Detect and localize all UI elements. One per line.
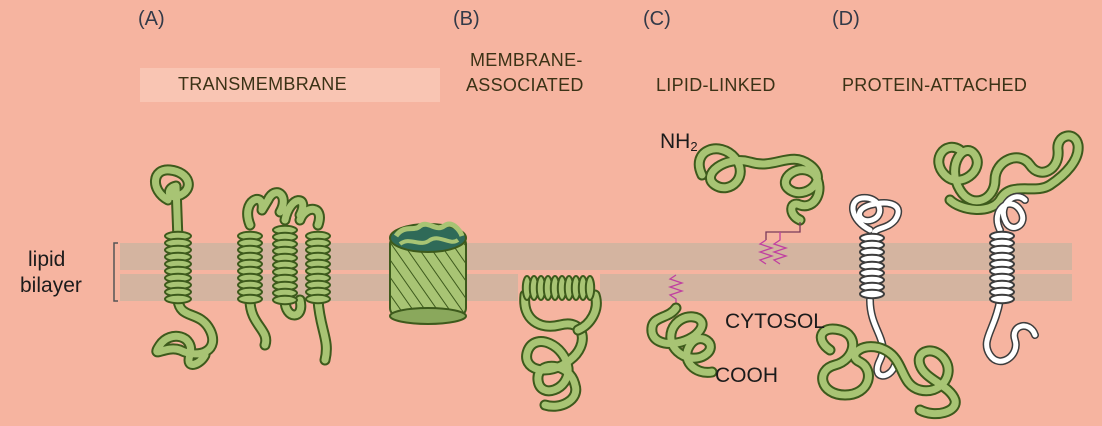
panel-b-category-line1: MEMBRANE- bbox=[470, 50, 583, 70]
panel-c-category: LIPID-LINKED bbox=[656, 75, 776, 95]
peripheral-protein-top-right bbox=[933, 130, 1084, 215]
panel-d-letter: (D) bbox=[832, 8, 860, 30]
lipid-label: lipid bbox=[28, 248, 66, 271]
peripheral-protein-bottom bbox=[815, 323, 961, 420]
bilayer-label: bilayer bbox=[20, 274, 82, 297]
white-transmembrane-protein-left bbox=[849, 193, 903, 380]
helix-turn bbox=[305, 293, 331, 305]
panel-c-letter: (C) bbox=[643, 8, 671, 30]
lipid-anchor-lower bbox=[667, 274, 685, 306]
helix-turn bbox=[272, 294, 298, 306]
white-helices bbox=[859, 230, 1015, 305]
membrane-associated-protein bbox=[519, 289, 602, 412]
multi-pass-helices bbox=[237, 224, 331, 306]
lipid-linked-protein-top bbox=[693, 143, 825, 226]
cooh-label: COOH bbox=[715, 364, 778, 387]
beta-barrel bbox=[389, 221, 467, 325]
panel-b-letter: (B) bbox=[453, 8, 480, 30]
single-pass-protein bbox=[150, 164, 219, 370]
single-pass-helix bbox=[164, 230, 192, 305]
white-transmembrane-protein-right bbox=[982, 192, 1039, 366]
lipid-anchor-upper bbox=[757, 222, 801, 265]
helix-turn bbox=[859, 288, 885, 300]
helix-turn bbox=[584, 275, 596, 301]
helix-turn bbox=[164, 293, 192, 305]
panel-a-letter: (A) bbox=[138, 8, 165, 30]
panel-d-category: PROTEIN-ATTACHED bbox=[842, 75, 1028, 95]
lipid-linked-protein-bottom bbox=[646, 302, 718, 378]
cytosol-label: CYTOSOL bbox=[725, 310, 825, 333]
panel-b-category-line2: ASSOCIATED bbox=[466, 75, 584, 95]
multi-pass-protein bbox=[242, 187, 332, 366]
membrane-associated-helix bbox=[521, 275, 596, 301]
label-backdrop bbox=[140, 68, 440, 102]
panel-a-category: TRANSMEMBRANE bbox=[178, 74, 347, 94]
helix-turn bbox=[989, 293, 1015, 305]
nh2-label: NH2 bbox=[660, 130, 698, 154]
helix-turn bbox=[237, 293, 263, 305]
bilayer-bracket bbox=[113, 242, 118, 302]
